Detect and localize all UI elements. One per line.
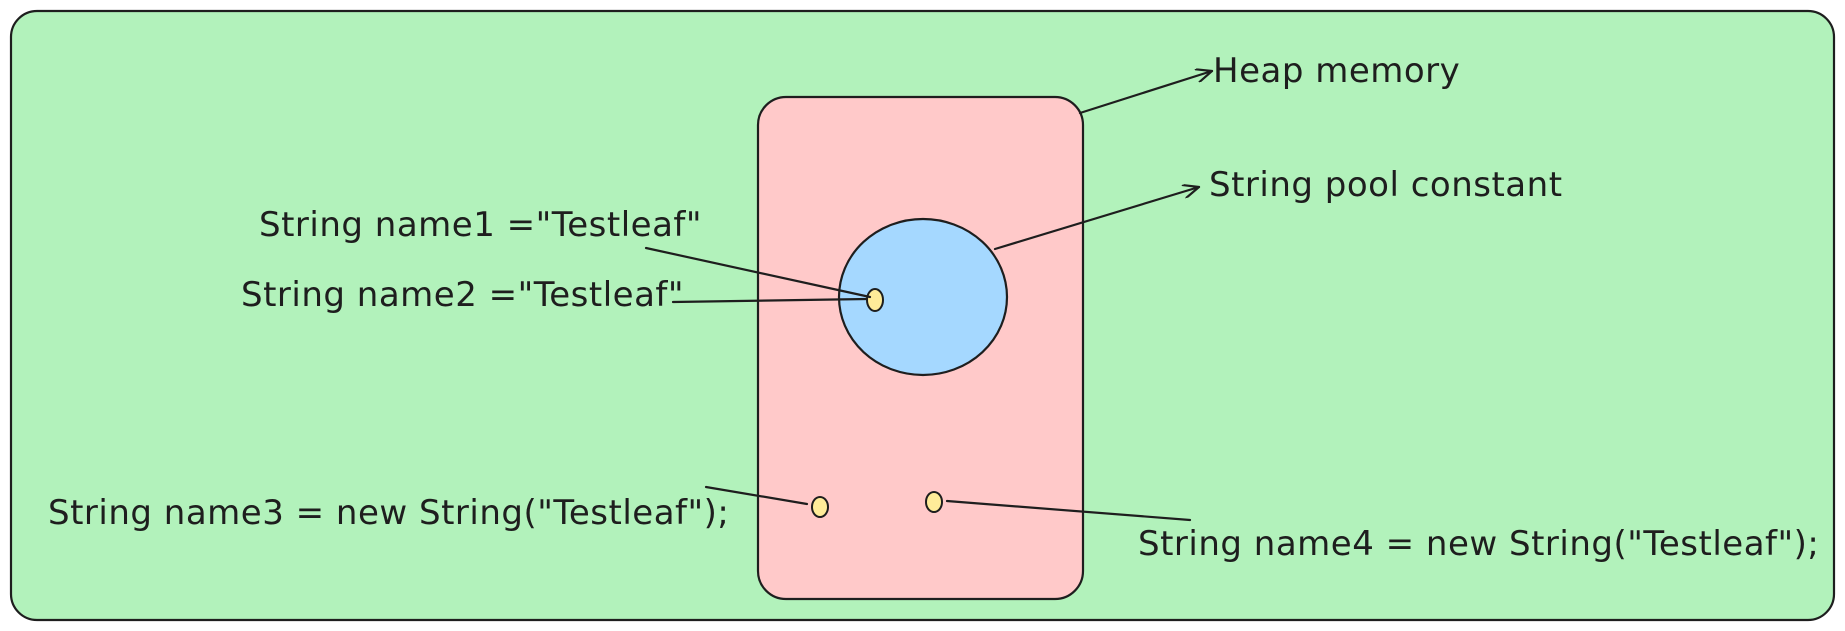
heap-object-dot-name3	[811, 496, 829, 518]
name2-reference-line	[671, 297, 869, 304]
heap-memory-arrow	[1078, 71, 1214, 115]
name1-reference-line	[644, 246, 872, 299]
name1-declaration-label: String name1 ="Testleaf"	[259, 205, 702, 245]
string-pool-circle	[837, 217, 1009, 377]
string-pool-arrow	[993, 187, 1201, 251]
pool-object-dot	[866, 288, 884, 312]
name2-declaration-label: String name2 ="Testleaf"	[241, 275, 684, 315]
name3-declaration-label: String name3 = new String("Testleaf");	[48, 493, 729, 533]
name3-reference-line	[704, 485, 809, 506]
heap-object-dot-name4	[925, 491, 943, 513]
heap-memory-label: Heap memory	[1213, 51, 1460, 91]
name4-declaration-label: String name4 = new String("Testleaf");	[1138, 524, 1819, 564]
string-pool-constant-label: String pool constant	[1209, 165, 1563, 205]
name4-reference-line	[945, 499, 1192, 522]
